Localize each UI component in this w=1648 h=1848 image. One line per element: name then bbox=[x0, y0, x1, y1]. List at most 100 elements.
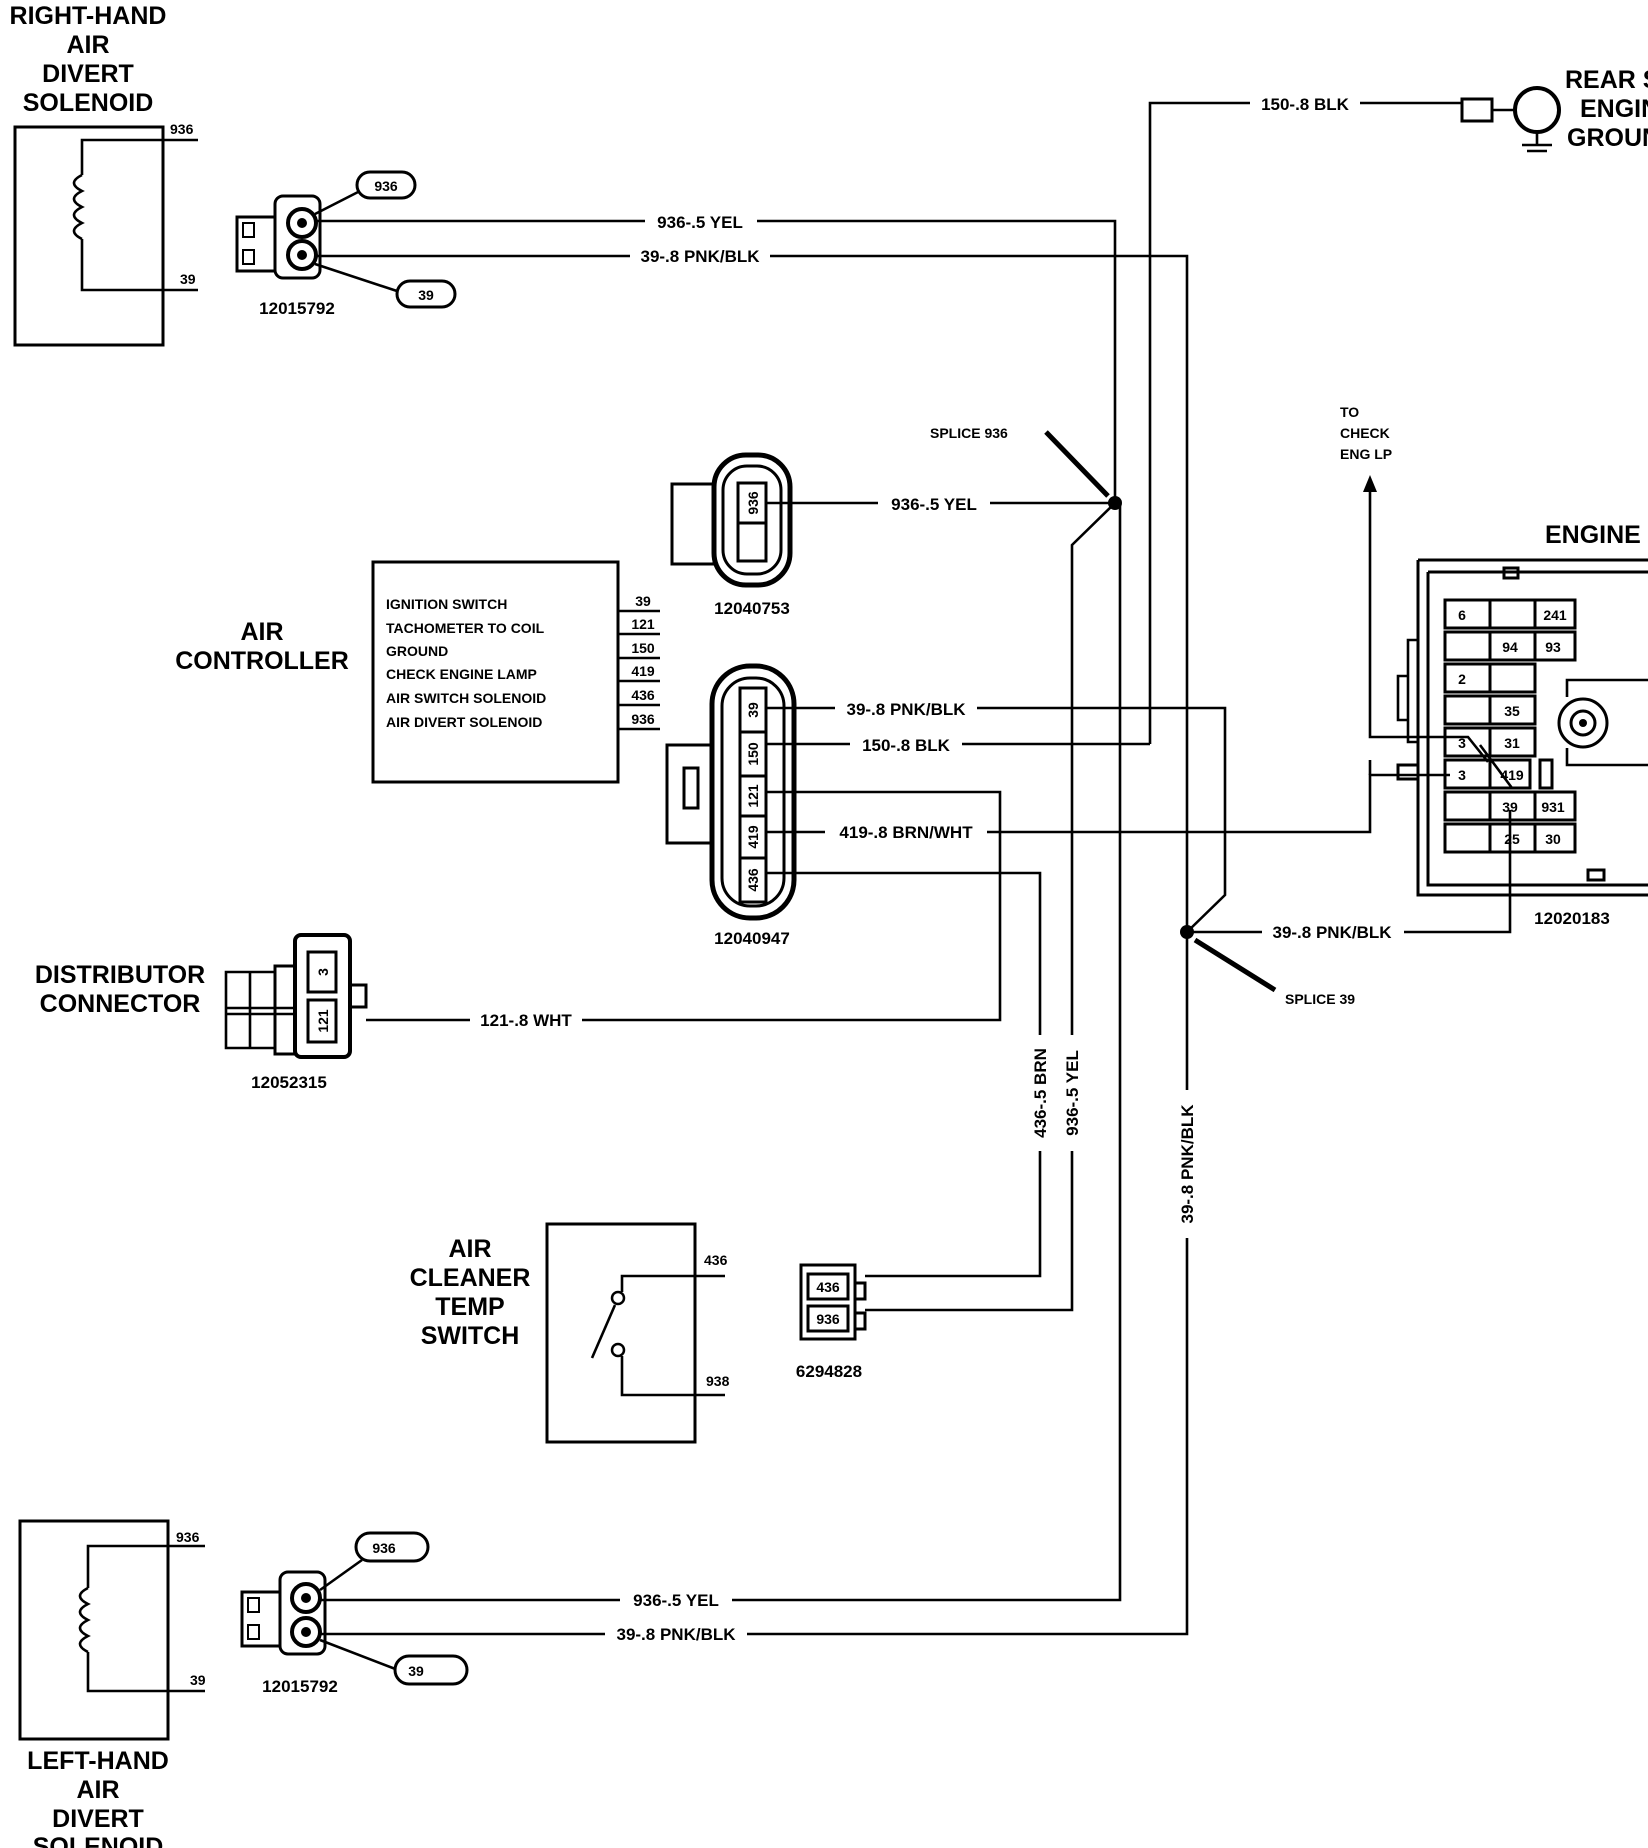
rear-engine-ground: REAR SI ENGIN GROUN bbox=[1460, 66, 1648, 153]
c6294828-cavity-436 bbox=[806, 1272, 850, 1301]
c12040753-latch bbox=[670, 482, 716, 566]
lh-solenoid-coil-icon bbox=[78, 1586, 91, 1654]
splices: SPLICE 936 SPLICE 39 bbox=[930, 425, 1355, 1007]
rh-connector-tag-39 bbox=[395, 279, 457, 309]
c12040947-latch bbox=[665, 743, 714, 845]
to-lamp-2: CHECK bbox=[1340, 425, 1390, 441]
rh-solenoid-title-4: SOLENOID bbox=[23, 89, 154, 117]
rear-ground-title-1: REAR SI bbox=[1565, 66, 1648, 94]
rh-connector-shell bbox=[273, 194, 322, 280]
wire-936-yel-top bbox=[315, 219, 1117, 505]
rh-connector-part-number: 12015792 bbox=[259, 299, 335, 318]
splice-39-label: SPLICE 39 bbox=[1285, 991, 1355, 1007]
c12040753-body bbox=[711, 452, 793, 588]
distributor-title-2: CONNECTOR bbox=[40, 990, 201, 1018]
lh-connector-tag-39 bbox=[393, 1654, 469, 1686]
lh-solenoid-title-3: DIVERT bbox=[52, 1805, 144, 1833]
ac-row-label: CHECK ENGINE LAMP bbox=[386, 666, 537, 682]
engine-cell: 25 bbox=[1504, 831, 1520, 847]
wire-39-pnk-mid bbox=[766, 706, 1227, 933]
air-controller: AIR CONTROLLER IGNITION SWITCH TACHOMETE… bbox=[175, 560, 660, 784]
air-controller-box bbox=[371, 560, 620, 784]
engine-cell: 6 bbox=[1458, 607, 1466, 623]
lh-solenoid-title-2: AIR bbox=[76, 1776, 119, 1804]
acts-box bbox=[545, 1222, 697, 1444]
distributor-cavity-121 bbox=[306, 998, 338, 1044]
acts-pin-bottom: 938 bbox=[706, 1373, 730, 1389]
rh-solenoid-coil-icon bbox=[72, 173, 85, 241]
engine-cell: 3 bbox=[1458, 767, 1466, 783]
engine-title: ENGINE bbox=[1545, 521, 1641, 549]
label-150-mid: 150-.8 BLK bbox=[862, 736, 951, 755]
label-436-vertical: 436-.5 BRN bbox=[1031, 1048, 1050, 1138]
switch-contact-icon bbox=[610, 1290, 626, 1306]
c6294828-cavity-936 bbox=[806, 1304, 850, 1333]
distributor-cav-3-label: 3 bbox=[315, 968, 331, 976]
distributor-title-1: DISTRIBUTOR bbox=[35, 961, 205, 989]
connector-12040753: 936 12040753 bbox=[670, 452, 793, 618]
wire-39-pnk-engine bbox=[1187, 810, 1512, 934]
distributor-cav-121-label: 121 bbox=[315, 1009, 331, 1033]
wire-419-brn-wht bbox=[766, 773, 1450, 834]
lh-connector-tag-936-text: 936 bbox=[372, 1540, 396, 1556]
engine-cell: 241 bbox=[1543, 607, 1567, 623]
c12040947-cav-121: 121 bbox=[745, 784, 761, 808]
distributor-cavity-3 bbox=[306, 950, 338, 994]
splice-39-dot bbox=[1180, 925, 1194, 939]
acts-title-4: SWITCH bbox=[421, 1322, 520, 1350]
lh-connector-tag-936 bbox=[354, 1531, 430, 1563]
c12040947-cav-436: 436 bbox=[745, 868, 761, 892]
lh-solenoid-title-4: SOLENOID bbox=[33, 1833, 164, 1848]
c6294828-body bbox=[799, 1263, 857, 1341]
wire-150-blk bbox=[1148, 101, 1462, 744]
lh-connector-tag-39-text: 39 bbox=[408, 1663, 424, 1679]
distributor-connector: DISTRIBUTOR CONNECTOR 3 121 12052315 bbox=[35, 933, 368, 1092]
c12040947-cav-39: 39 bbox=[745, 702, 761, 718]
engine-cell: 2 bbox=[1458, 671, 1466, 687]
ground-lug-icon bbox=[1460, 97, 1494, 123]
engine-cell: 931 bbox=[1541, 799, 1565, 815]
label-39-splice: 39-.8 PNK/BLK bbox=[1272, 923, 1392, 942]
engine-cell: 39 bbox=[1502, 799, 1518, 815]
switch-blade-icon bbox=[590, 1304, 617, 1359]
ac-row-label: AIR SWITCH SOLENOID bbox=[386, 690, 546, 706]
rh-connector-tag-39-text: 39 bbox=[418, 287, 434, 303]
rh-solenoid-box bbox=[13, 125, 165, 347]
wires bbox=[315, 101, 1514, 1636]
label-150-top: 150-.8 BLK bbox=[1261, 95, 1350, 114]
lh-solenoid: 936 39 LEFT-HAND AIR DIVERT SOLENOID bbox=[18, 1519, 206, 1848]
rh-solenoid-lead-bottom bbox=[80, 239, 198, 292]
c12040753-cavity-label: 936 bbox=[745, 491, 761, 515]
engine-cell: 3 bbox=[1458, 735, 1466, 751]
label-39-top: 39-.8 PNK/BLK bbox=[640, 247, 760, 266]
acts-title-2: CLEANER bbox=[410, 1264, 531, 1292]
ac-row-label: IGNITION SWITCH bbox=[386, 596, 507, 612]
label-39-mid: 39-.8 PNK/BLK bbox=[846, 700, 966, 719]
wire-39-pnk-top bbox=[315, 254, 1189, 932]
engine-cavity-grid: 6 241 94 93 2 35 3 31 3 419 39 931 25 30 bbox=[1443, 598, 1577, 854]
acts-title-3: TEMP bbox=[435, 1293, 504, 1321]
label-39-bottom: 39-.8 PNK/BLK bbox=[616, 1625, 736, 1644]
ac-row-pin: 436 bbox=[631, 687, 655, 703]
rh-connector: 936 39 12015792 bbox=[235, 170, 457, 318]
distributor-part-number: 12052315 bbox=[251, 1073, 327, 1092]
lh-solenoid-pin-top: 936 bbox=[176, 1529, 200, 1545]
splice-936-dot bbox=[1108, 496, 1122, 510]
engine-cell: 93 bbox=[1545, 639, 1561, 655]
engine-cell: 30 bbox=[1545, 831, 1561, 847]
label-936-vertical: 936-.5 YEL bbox=[1063, 1050, 1082, 1136]
rh-solenoid-title-3: DIVERT bbox=[42, 60, 134, 88]
engine-part-number: 12020183 bbox=[1534, 909, 1610, 928]
c12040947-cav-150: 150 bbox=[745, 742, 761, 766]
acts-pin-top: 436 bbox=[704, 1252, 728, 1268]
air-controller-title-2: CONTROLLER bbox=[175, 647, 349, 675]
splice-936-label: SPLICE 936 bbox=[930, 425, 1008, 441]
label-121: 121-.8 WHT bbox=[480, 1011, 572, 1030]
rh-solenoid-pin-top: 936 bbox=[170, 121, 194, 137]
c6294828-part-number: 6294828 bbox=[796, 1362, 862, 1381]
to-lamp-1: TO bbox=[1340, 404, 1359, 420]
splice-936-pointer bbox=[1044, 430, 1110, 498]
rh-solenoid-title-1: RIGHT-HAND bbox=[10, 2, 167, 30]
ac-row-label: GROUND bbox=[386, 643, 448, 659]
rh-solenoid: RIGHT-HAND AIR DIVERT SOLENOID 936 39 bbox=[10, 2, 198, 347]
